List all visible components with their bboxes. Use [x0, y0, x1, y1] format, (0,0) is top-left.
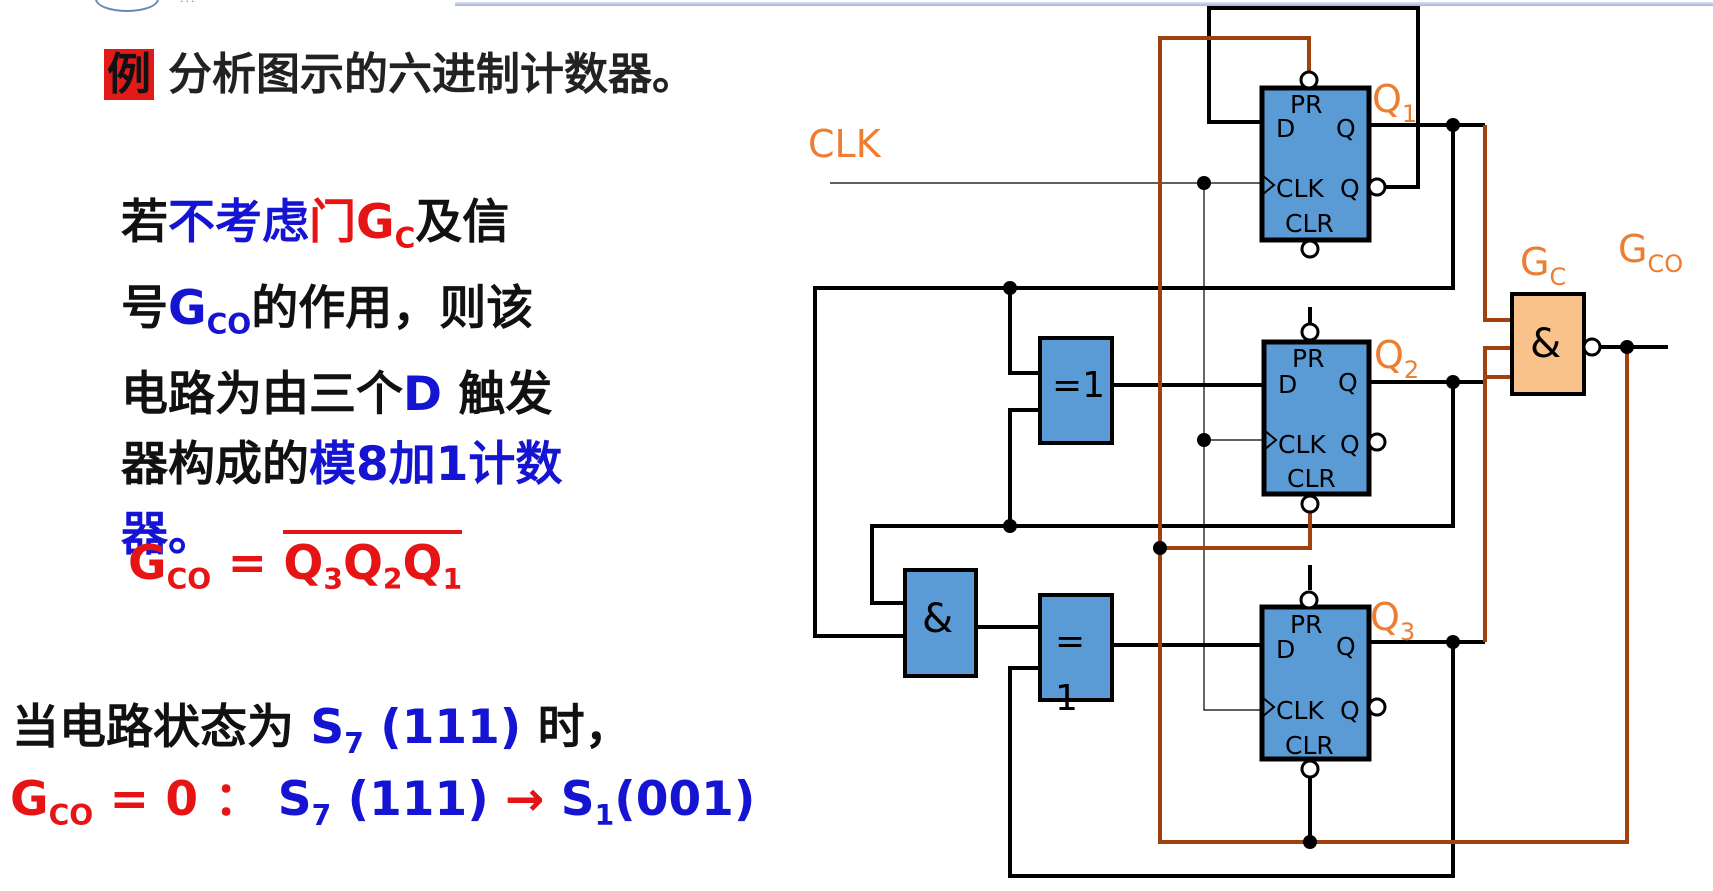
- flip-flop-3: PR D Q CLK Q CLR: [1259, 590, 1387, 779]
- and-gate: &: [903, 568, 978, 678]
- xor-gate-2: = 1: [1038, 593, 1114, 719]
- gco-label: GCO: [1618, 227, 1683, 278]
- ff-pr-label: PR: [1292, 344, 1324, 373]
- page-title: 例分析图示的六进制计数器。: [104, 38, 696, 102]
- q3-label: Q3: [1370, 595, 1415, 646]
- q2-label: Q2: [1374, 333, 1419, 384]
- para-text: 若: [121, 195, 168, 250]
- gc-label: GC: [1520, 240, 1566, 291]
- ff-clk-label: CLK: [1278, 430, 1326, 459]
- ff-clr-label: CLR: [1285, 731, 1334, 760]
- ff-clr-label: CLR: [1287, 464, 1336, 493]
- para-text: 器。: [121, 506, 215, 562]
- black-wires: [813, 6, 1668, 878]
- para-text: 模8加1计数: [309, 436, 563, 492]
- xor-gate-symbol-top: =: [1055, 621, 1085, 662]
- result-line: GCO = 0 ： S7 (111) → S1(001): [10, 772, 756, 832]
- xor-gate-symbol: =1: [1052, 365, 1105, 406]
- para-text: 触发: [442, 366, 553, 422]
- para-text: 号: [121, 280, 168, 336]
- ff-qn-label: Q: [1340, 696, 1360, 725]
- ff-d-label: D: [1276, 635, 1295, 664]
- example-tag: 例: [104, 49, 154, 100]
- ff-qn-label: Q: [1340, 174, 1360, 203]
- para-text: 电路为由三个: [121, 366, 403, 422]
- orange-labels: CLK Q1 Q2 Q3 GC GCO: [808, 77, 1683, 646]
- ff-qn-label: Q: [1340, 430, 1360, 459]
- university-name: ...: [180, 0, 197, 5]
- ff-clr-label: CLR: [1285, 209, 1334, 238]
- ff-q-label: Q: [1336, 632, 1356, 661]
- ff-q-label: Q: [1336, 114, 1356, 143]
- title-text: 分析图示的六进制计数器。: [168, 49, 696, 100]
- ff-pr-label: PR: [1290, 90, 1322, 119]
- state-line: 当电路状态为 S7 (111) 时，: [12, 700, 632, 760]
- para-text: 门GC: [309, 195, 416, 255]
- header-bar: ...: [0, 0, 1713, 12]
- ff-clk-label: CLK: [1276, 174, 1324, 203]
- brown-wires: [1158, 36, 1629, 844]
- q1-label: Q1: [1372, 77, 1417, 128]
- xor-gate-1: =1: [1038, 336, 1114, 445]
- para-text: GCO: [168, 280, 252, 341]
- flip-flop-1: PR D Q CLK Q CLR: [1259, 70, 1387, 259]
- gc-nand-gate: &: [1510, 292, 1602, 396]
- nand-gate-symbol: &: [1530, 321, 1561, 367]
- gco-formula: GCO = Q3Q2Q1: [128, 530, 463, 596]
- clock-wires: [830, 182, 1262, 711]
- flip-flop-2: PR D Q CLK Q CLR: [1261, 322, 1387, 514]
- clk-label: CLK: [808, 122, 882, 166]
- para-text: 不考虑: [168, 195, 309, 250]
- ff-pr-label: PR: [1290, 610, 1322, 639]
- ff-q-label: Q: [1338, 368, 1358, 397]
- explanation-paragraph: 若不考虑门GC及信 号GCO的作用，则该 电路为由三个D 触发 器构成的模8加1…: [121, 188, 641, 570]
- overline-expression: Q3Q2Q1: [283, 530, 463, 596]
- para-text: 器构成的: [121, 436, 309, 492]
- para-text: 及信: [415, 195, 510, 250]
- para-text: D: [403, 366, 443, 422]
- xor-gate-symbol-bottom: 1: [1055, 678, 1078, 719]
- ff-d-label: D: [1278, 370, 1297, 399]
- ff-clk-label: CLK: [1276, 696, 1324, 725]
- para-text: 的作用，则该: [251, 280, 534, 336]
- junction-dots: [1003, 118, 1634, 849]
- header-rule: [455, 2, 1713, 6]
- ff-d-label: D: [1276, 114, 1295, 143]
- and-gate-symbol: &: [922, 596, 953, 642]
